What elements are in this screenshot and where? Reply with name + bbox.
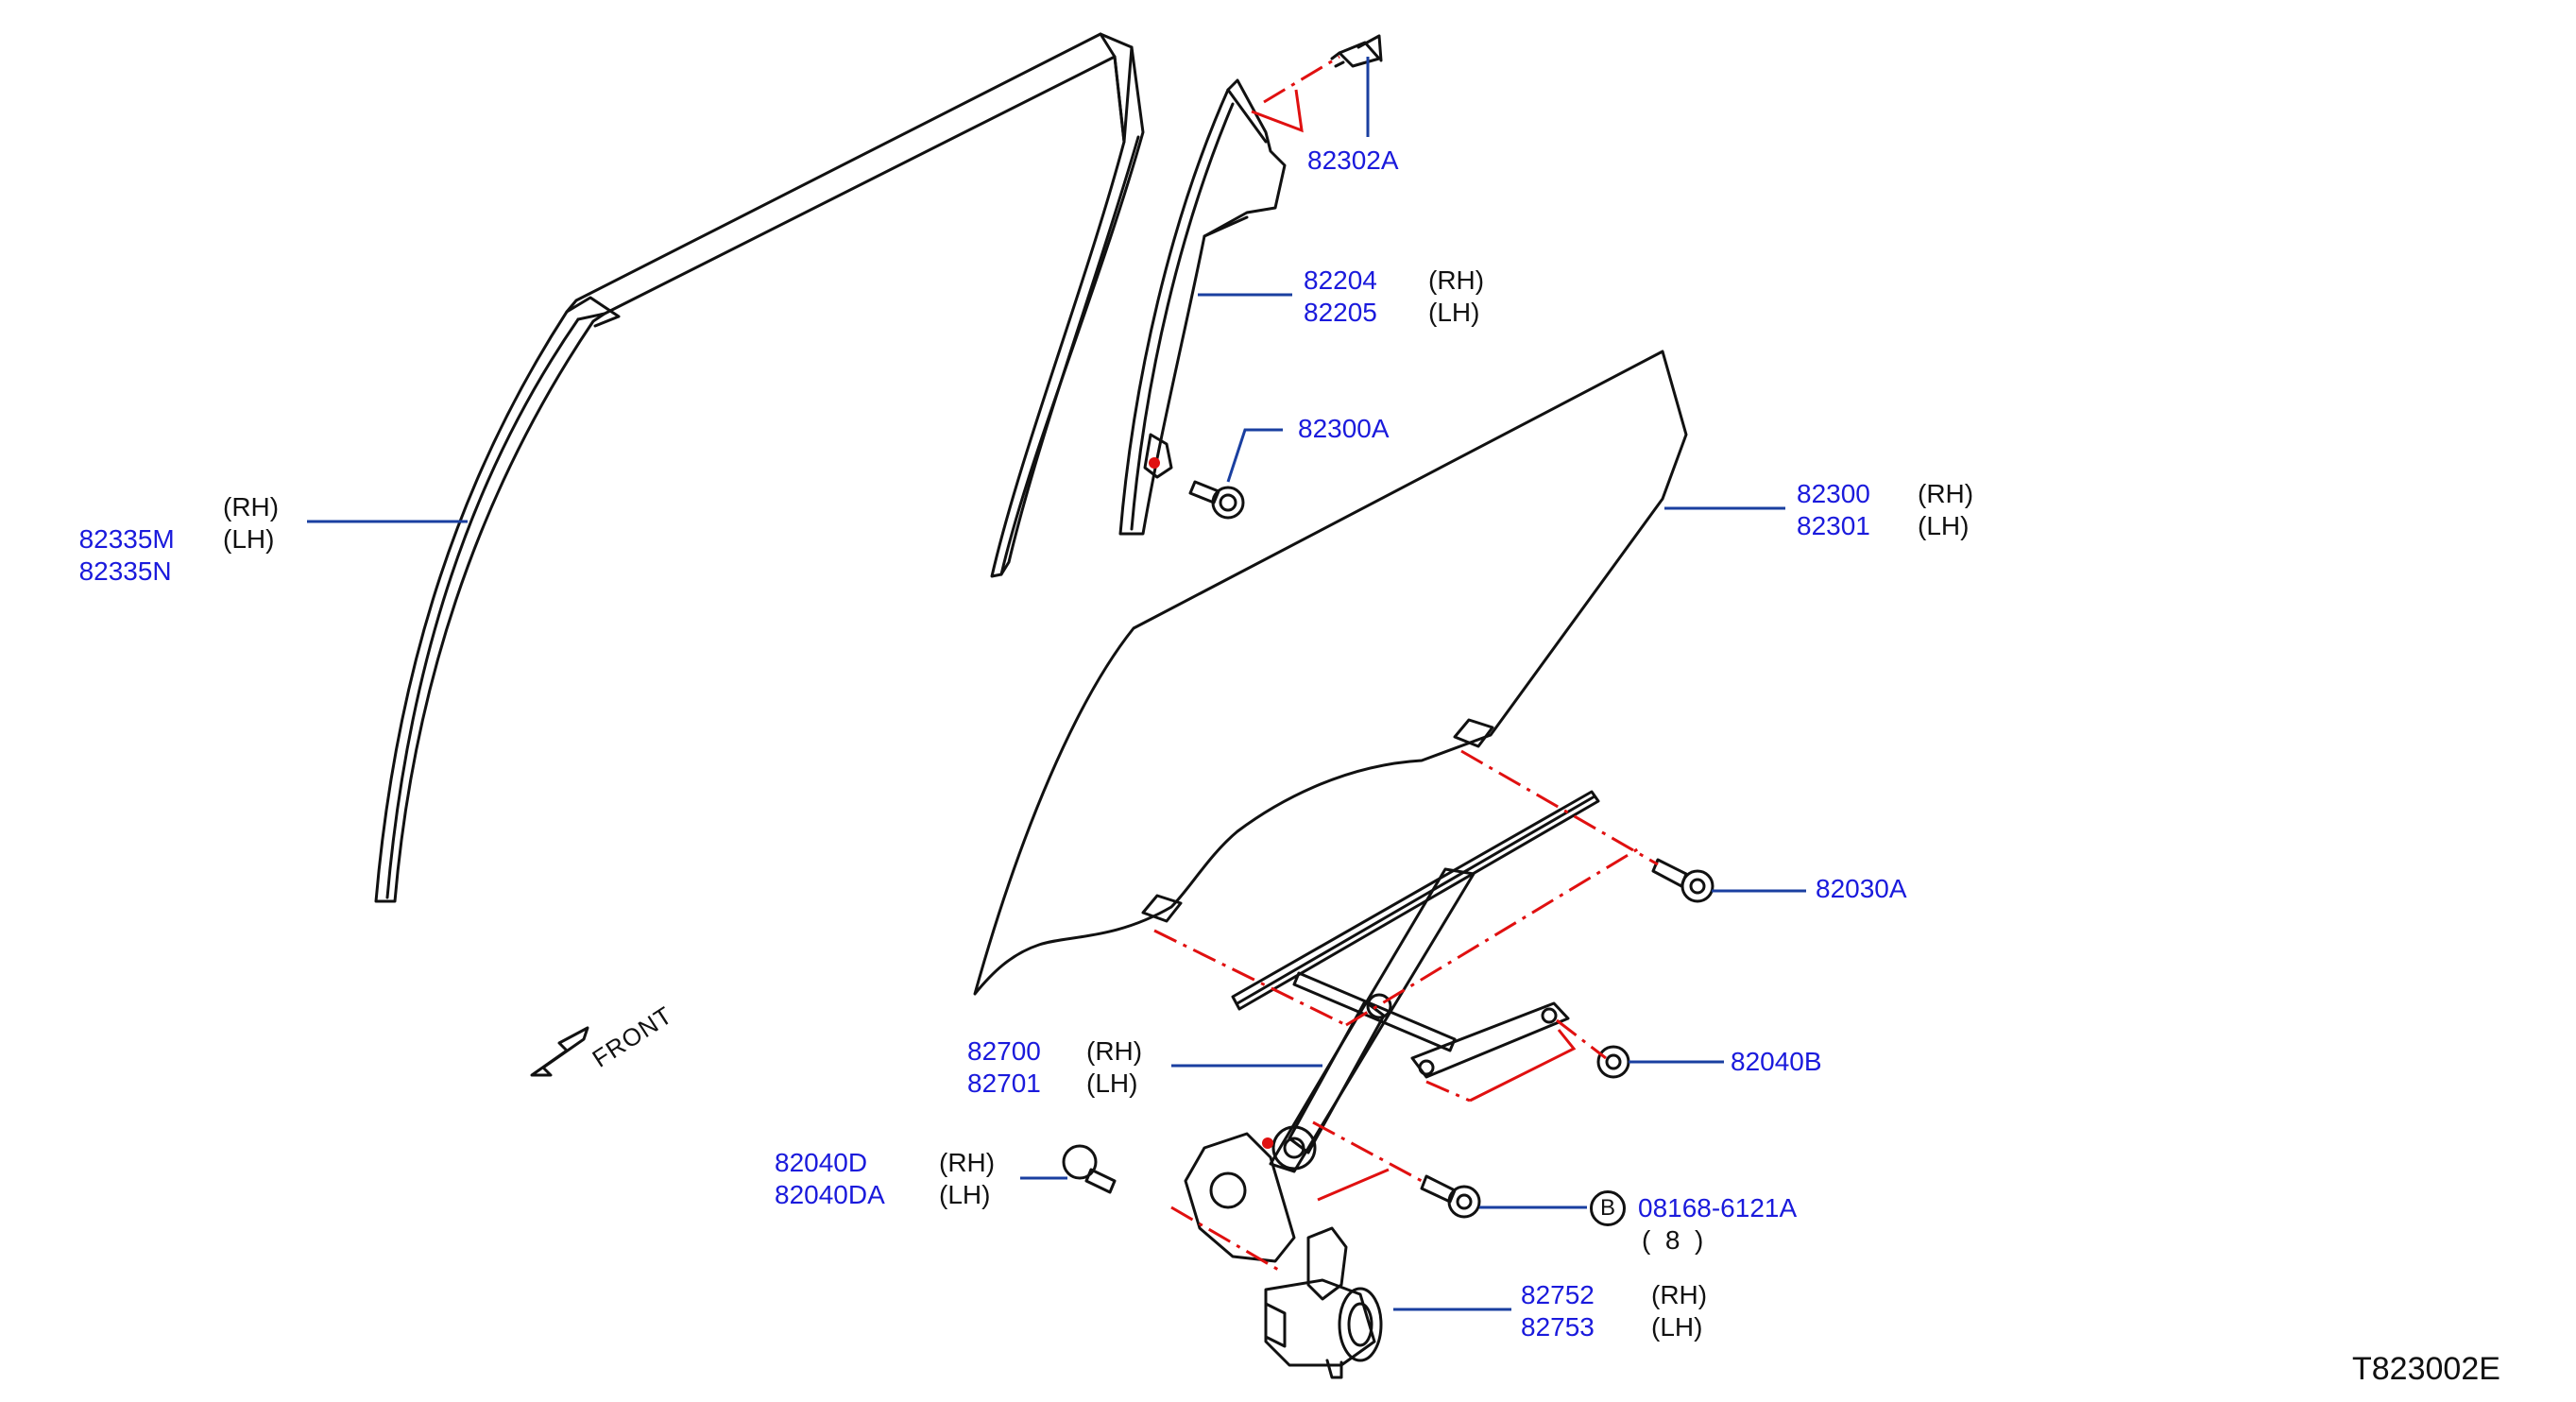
side-label-lh: (LH) <box>1918 511 1970 540</box>
callout-sash-molding: 82335M <box>64 491 175 556</box>
part-number-rh[interactable]: 82335M <box>78 524 175 554</box>
clip-part <box>1330 34 1383 68</box>
callout-regulator-number-rh[interactable]: 82700 <box>967 1036 1041 1066</box>
part-number-lh[interactable]: 82335N <box>78 556 172 586</box>
sash-part <box>1118 78 1287 536</box>
sash-bolt-part <box>1188 480 1245 520</box>
side-label-rh: (RH) <box>1086 1036 1143 1066</box>
alignment-lines <box>1153 55 1659 1273</box>
callout-regulator-bolt-number-rh[interactable]: 82040D <box>775 1148 868 1177</box>
callout-door-glass-number-rh[interactable]: 82300 <box>1797 479 1870 508</box>
regulator-bolt-part <box>1062 1144 1117 1194</box>
alignment-dots <box>1149 457 1273 1149</box>
drawing-code: T823002E <box>2352 1351 2500 1387</box>
callout-regulator-number-lh[interactable]: 82701 <box>967 1069 1041 1098</box>
side-label-rh: (RH) <box>1918 479 1974 508</box>
callout-sash-bolt-number[interactable]: 82300A <box>1298 414 1390 443</box>
callout-glass-bolt-number[interactable]: 82030A <box>1816 874 1907 903</box>
front-arrow <box>530 1026 589 1077</box>
regulator-nut-part <box>1596 1045 1630 1079</box>
callout-regulator-nut-number[interactable]: 82040B <box>1731 1047 1822 1076</box>
callout-sash-molding-lh: 82335N <box>64 523 172 588</box>
callout-clip-number[interactable]: 82302A <box>1307 145 1399 175</box>
callout-sash-number-lh[interactable]: 82205 <box>1304 298 1377 327</box>
quantity-label: ( 8 ) <box>1642 1225 1704 1255</box>
callout-door-glass-number-lh[interactable]: 82301 <box>1797 511 1870 540</box>
alignment-brackets <box>1251 89 1577 1202</box>
side-label-lh: (LH) <box>1651 1312 1703 1342</box>
door-glass-part <box>973 350 1688 996</box>
leader-lines <box>307 57 1806 1311</box>
callout-motor-number-rh[interactable]: 82752 <box>1521 1280 1595 1309</box>
motor-bolt-part <box>1420 1174 1481 1219</box>
side-label-rh: (RH) <box>1428 265 1485 295</box>
motor-part <box>1264 1226 1383 1379</box>
callout-motor-bolt-number[interactable]: 08168-6121A <box>1638 1193 1798 1222</box>
callout-motor-number-lh[interactable]: 82753 <box>1521 1312 1595 1342</box>
glass-bolt-part <box>1651 858 1714 903</box>
reference-badge: B <box>1590 1190 1626 1226</box>
callout-sash-number-rh[interactable]: 82204 <box>1304 265 1377 295</box>
side-label-rh: (RH) <box>223 492 280 521</box>
side-label-rh: (RH) <box>939 1148 996 1177</box>
sash-molding-part <box>374 32 1145 903</box>
side-label-lh: (LH) <box>1086 1069 1138 1098</box>
callout-regulator-bolt-number-lh[interactable]: 82040DA <box>775 1180 885 1209</box>
regulator-part <box>1184 790 1600 1263</box>
side-label-rh: (RH) <box>1651 1280 1708 1309</box>
side-label-lh: (LH) <box>223 524 275 554</box>
side-label-lh: (LH) <box>1428 298 1480 327</box>
side-label-lh: (LH) <box>939 1180 991 1209</box>
